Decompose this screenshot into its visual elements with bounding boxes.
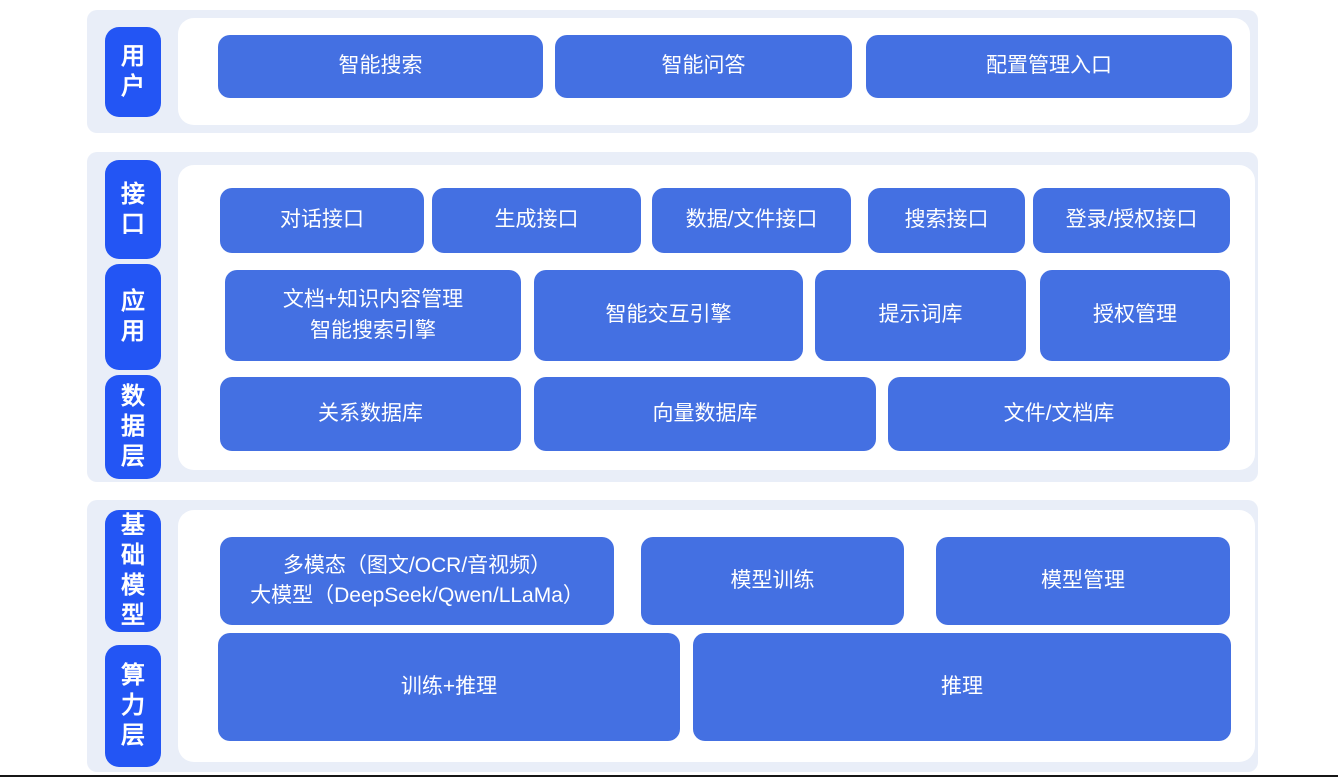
bottom-border-line bbox=[0, 775, 1338, 777]
layer-pill-data-layer: 数据层 bbox=[105, 375, 161, 479]
block-doc-knowledge-search-engine: 文档+知识内容管理 智能搜索引擎 bbox=[225, 270, 521, 361]
layer-band-middle: 接口 应用 数据层 对话接口 生成接口 数据/文件接口 搜索接口 登录/授权接口… bbox=[87, 152, 1258, 482]
block-inference: 推理 bbox=[693, 633, 1231, 741]
block-model-management: 模型管理 bbox=[936, 537, 1230, 625]
block-smart-search: 智能搜索 bbox=[218, 35, 543, 98]
block-vector-db: 向量数据库 bbox=[534, 377, 876, 451]
layer-pill-data-layer-label: 数据层 bbox=[121, 383, 145, 470]
layer-pill-interface: 接口 bbox=[105, 160, 161, 259]
block-prompt-library: 提示词库 bbox=[815, 270, 1026, 361]
block-relational-db: 关系数据库 bbox=[220, 377, 521, 451]
block-data-file-interface: 数据/文件接口 bbox=[652, 188, 851, 253]
block-login-auth-interface: 登录/授权接口 bbox=[1033, 188, 1230, 253]
block-auth-management: 授权管理 bbox=[1040, 270, 1230, 361]
block-search-interface: 搜索接口 bbox=[868, 188, 1025, 253]
block-interaction-engine: 智能交互引擎 bbox=[534, 270, 803, 361]
layer-pill-foundation-model-label: 基础模型 bbox=[121, 512, 145, 629]
layer-pill-application: 应用 bbox=[105, 264, 161, 370]
block-multimodal-llm: 多模态（图文/OCR/音视频） 大模型（DeepSeek/Qwen/LLaMa） bbox=[220, 537, 614, 625]
layer-band-bottom: 基础模型 算力层 多模态（图文/OCR/音视频） 大模型（DeepSeek/Qw… bbox=[87, 500, 1258, 772]
layer-pill-application-label: 应用 bbox=[121, 288, 145, 345]
layer-pill-user-label: 用户 bbox=[121, 43, 145, 100]
layer-pill-compute-layer: 算力层 bbox=[105, 645, 161, 767]
block-smart-qa: 智能问答 bbox=[555, 35, 852, 98]
block-config-entry: 配置管理入口 bbox=[866, 35, 1232, 98]
block-dialog-interface: 对话接口 bbox=[220, 188, 424, 253]
block-file-document-store: 文件/文档库 bbox=[888, 377, 1230, 451]
layer-pill-interface-label: 接口 bbox=[121, 180, 145, 238]
layer-pill-user: 用户 bbox=[105, 27, 161, 117]
block-training-inference: 训练+推理 bbox=[218, 633, 680, 741]
layer-pill-foundation-model: 基础模型 bbox=[105, 510, 161, 632]
block-model-training: 模型训练 bbox=[641, 537, 904, 625]
layer-band-user: 用户 智能搜索 智能问答 配置管理入口 bbox=[87, 10, 1258, 133]
layer-pill-compute-layer-label: 算力层 bbox=[121, 662, 145, 749]
block-generation-interface: 生成接口 bbox=[432, 188, 641, 253]
